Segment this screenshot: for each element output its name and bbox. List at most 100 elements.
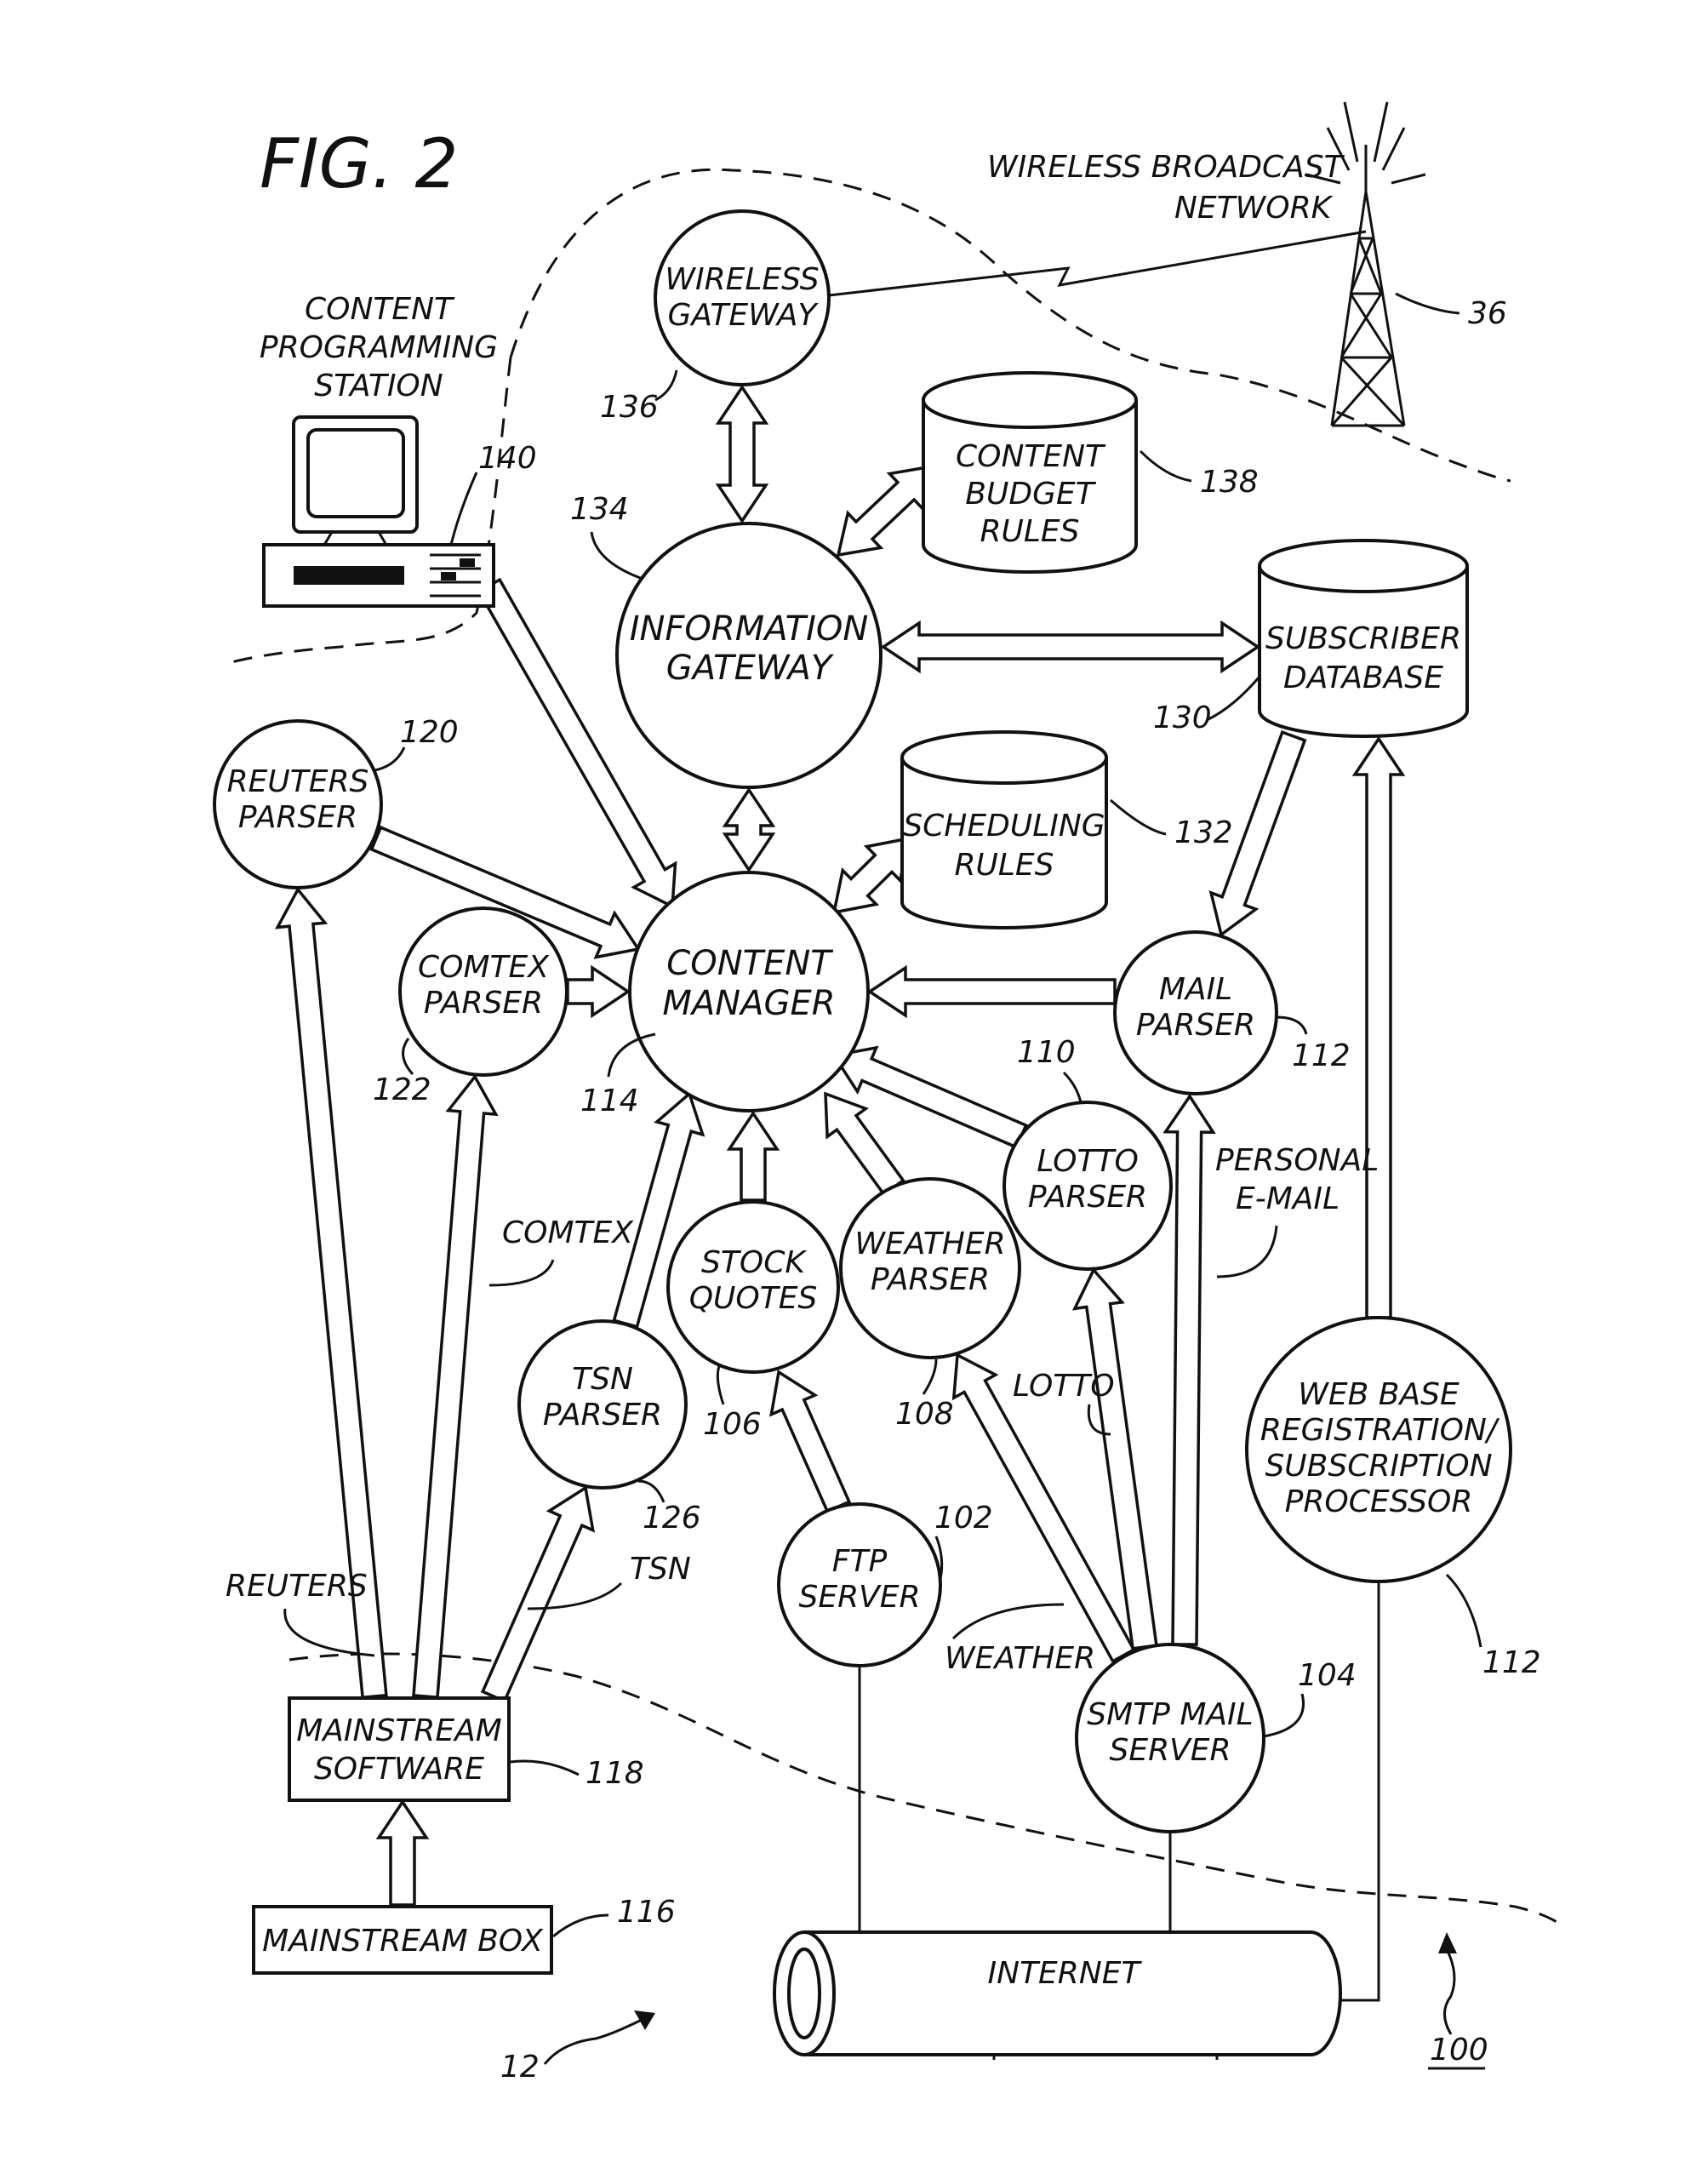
arrow-tsn-parser-content-manager: [612, 1090, 705, 1329]
leader-line: [1208, 676, 1261, 721]
ref-numeral: 104: [1298, 1658, 1357, 1693]
weather-feed-label: WEATHER: [945, 1641, 1095, 1676]
arrow-information-gateway-subscriber-db: [880, 620, 1261, 674]
node-lotto-parser: LOTTO PARSER: [1003, 1101, 1173, 1271]
internet-label: INTERNET: [988, 1956, 1143, 1991]
personal-email-label: PERSONAL: [1215, 1143, 1379, 1178]
node-label: SUBSCRIPTION: [1265, 1449, 1492, 1484]
node-label: STOCK: [701, 1245, 807, 1280]
node-weather-parser: WEATHER PARSER: [839, 1177, 1021, 1359]
db-content-budget-rules: CONTENT BUDGET RULES: [922, 371, 1138, 574]
node-label: CONTENT: [666, 944, 834, 983]
ref-numeral: 136: [600, 390, 659, 425]
content-programming-station-label: PROGRAMMING: [260, 330, 498, 365]
node-label: WEB BASE: [1298, 1377, 1460, 1412]
content-programming-station-label: CONTENT: [305, 292, 455, 327]
box-label: MAINSTREAM: [296, 1713, 502, 1748]
leader-line: [449, 472, 478, 546]
data-flow-arrows: [275, 384, 1406, 1907]
node-label: GATEWAY: [667, 298, 819, 333]
arrow-station-content-manager: [477, 577, 677, 909]
node-label: LOTTO: [1037, 1144, 1139, 1179]
internet-boundary: [288, 1652, 1567, 1930]
node-label: PROCESSOR: [1285, 1484, 1473, 1519]
db-label: RULES: [980, 514, 1079, 549]
ref-numeral: 138: [1200, 465, 1259, 500]
node-label: SERVER: [1110, 1733, 1231, 1768]
ref-numeral: 120: [400, 715, 459, 750]
personal-email-label: E-MAIL: [1236, 1181, 1340, 1216]
wireless-link: [820, 230, 1367, 298]
lotto-feed-label: LOTTO: [1013, 1369, 1115, 1404]
arrow-comtex-parser-content-manager: [566, 964, 631, 1019]
station-boundary: [225, 357, 512, 666]
leader-line: [552, 1913, 609, 1938]
leader-line: [590, 531, 643, 580]
arrow-wireless-gateway-information-gateway: [715, 384, 769, 524]
ref-numeral: 36: [1468, 296, 1507, 331]
node-label: REUTERS: [227, 764, 369, 799]
db-label: CONTENT: [956, 439, 1106, 474]
ref-numeral: 114: [580, 1084, 639, 1118]
leader-line: [1139, 449, 1192, 483]
leader-line: [654, 369, 678, 402]
ref-numeral: 110: [1017, 1035, 1076, 1070]
box-label: SOFTWARE: [314, 1752, 484, 1787]
node-label: WIRELESS: [665, 262, 819, 297]
db-subscriber-database: SUBSCRIBER DATABASE: [1258, 539, 1469, 738]
leader-line: [1216, 1225, 1278, 1278]
arrow-registration-subscriber-db: [1351, 735, 1406, 1319]
comtex-feed-label: COMTEX: [502, 1215, 634, 1250]
ref-numeral: 108: [895, 1397, 954, 1432]
node-label: FTP: [832, 1544, 888, 1579]
internet-pipe-icon: [773, 1930, 1342, 2056]
node-label: PARSER: [543, 1398, 662, 1433]
wireless-broadcast-network-label: NETWORK: [1174, 191, 1334, 226]
arrow-mail-parser-content-manager: [866, 964, 1117, 1019]
leader-line: [637, 1479, 665, 1503]
ref-numeral: 118: [586, 1756, 644, 1791]
arrow-weather-parser-content-manager: [824, 1091, 905, 1197]
arrow-information-gateway-budget-rules: [836, 464, 934, 558]
broadcast-tower-icon: [1305, 101, 1426, 427]
leader-line: [283, 1608, 375, 1657]
leader-arrowhead: [1438, 1932, 1457, 1953]
leader-line: [951, 1603, 1065, 1640]
db-scheduling-rules: SCHEDULING RULES: [900, 730, 1108, 929]
leader-line: [607, 1032, 656, 1078]
node-comtex-parser: COMTEX PARSER: [398, 906, 568, 1077]
ref-numeral: 12: [500, 2050, 540, 2085]
leader-line: [510, 1759, 580, 1776]
node-tsn-parser: TSN PARSER: [517, 1319, 688, 1490]
arrow-subscriber-db-mail-parser: [1208, 729, 1307, 937]
node-content-manager: CONTENT MANAGER: [628, 871, 870, 1112]
node-label: SMTP MAIL: [1087, 1697, 1253, 1732]
ref-numeral: 100: [1430, 2033, 1488, 2067]
db-label: DATABASE: [1283, 661, 1443, 695]
leader-line: [374, 746, 406, 772]
ref-numeral: 112: [1482, 1645, 1541, 1680]
node-reuters-parser: REUTERS PARSER: [213, 719, 383, 889]
node-label: TSN: [572, 1362, 633, 1397]
node-label: PARSER: [871, 1262, 990, 1297]
arrow-mainstream-box-software: [375, 1799, 430, 1907]
ref-numeral: 134: [570, 492, 629, 527]
leader-line: [922, 1358, 938, 1395]
node-label: PARSER: [1028, 1180, 1147, 1215]
leader-line: [402, 1038, 414, 1076]
node-label: COMTEX: [418, 950, 550, 985]
arrow-mainstream-tsn-parser: [480, 1485, 595, 1703]
tsn-feed-label: TSN: [630, 1552, 691, 1587]
db-label: BUDGET: [965, 477, 1096, 512]
arrow-content-manager-scheduling-rules: [831, 836, 911, 915]
leader-line: [1062, 1071, 1082, 1103]
leader-line: [1276, 1015, 1308, 1035]
reference-numerals: 36 136 140 134 138 130 120 132 122 114 1…: [373, 292, 1541, 2085]
arrow-mainstream-reuters-parser: [275, 886, 388, 1700]
node-label: MAIL: [1159, 972, 1232, 1007]
arrow-lotto-parser-content-manager: [831, 1045, 1028, 1150]
node-mail-parser: MAIL PARSER: [1113, 930, 1278, 1095]
leader-line: [488, 1259, 555, 1287]
wireless-broadcast-network-label: WIRELESS BROADCAST: [987, 150, 1345, 185]
